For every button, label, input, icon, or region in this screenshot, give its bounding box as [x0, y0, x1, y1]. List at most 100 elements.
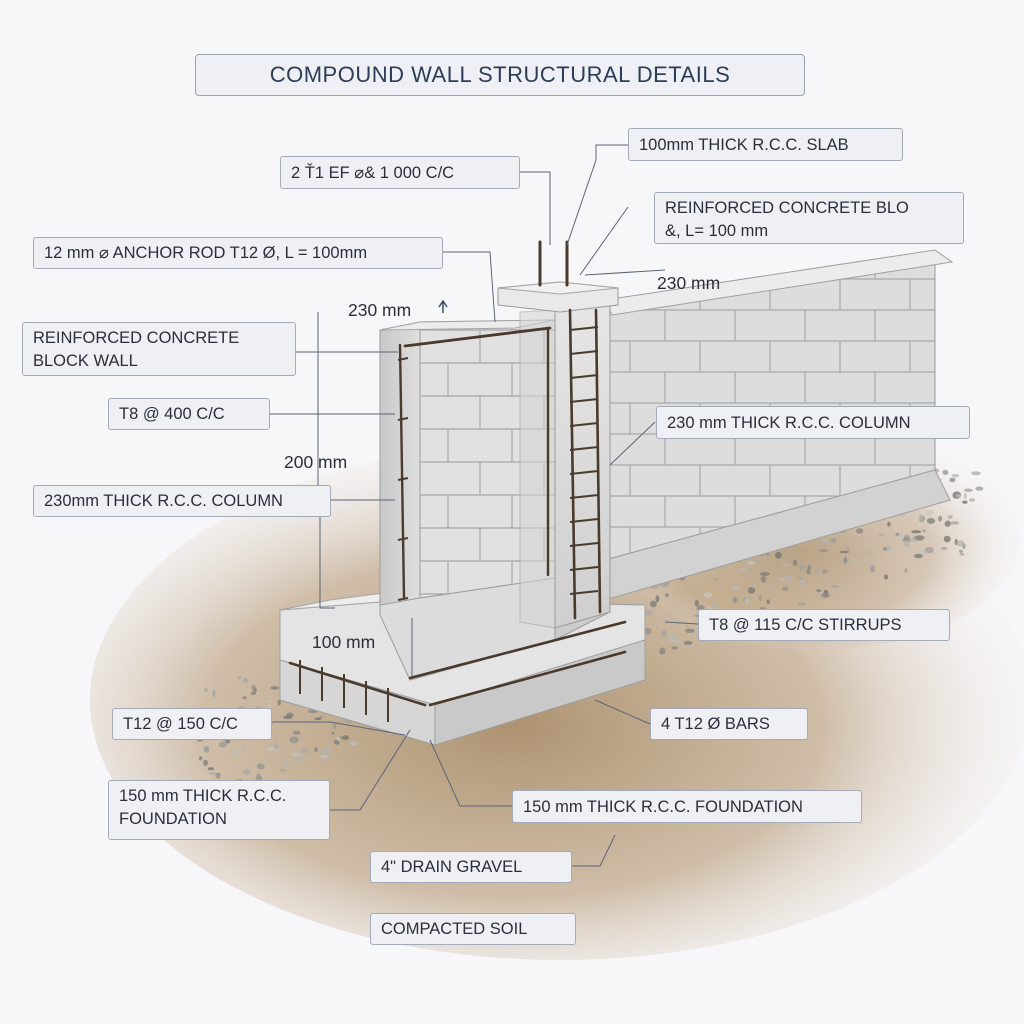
- gravel-stone: [786, 574, 792, 582]
- dimension-230-top: 230 mm: [348, 300, 412, 320]
- gravel-stone: [683, 640, 693, 646]
- label-compacted-soil: COMPACTED SOIL: [370, 913, 576, 945]
- gravel-stone: [941, 547, 948, 550]
- gravel-stone: [251, 684, 256, 692]
- rebar-tie: [569, 422, 599, 427]
- gravel-stone: [242, 696, 247, 700]
- gravel-stone: [830, 538, 837, 543]
- gravel-stone: [665, 592, 669, 598]
- gravel-stone: [198, 756, 203, 761]
- gravel-stone: [747, 586, 756, 594]
- gravel-stone: [644, 609, 654, 617]
- gravel-stone: [806, 568, 811, 575]
- gravel-stone: [887, 521, 891, 527]
- gravel-stone: [242, 677, 249, 684]
- gravel-stone: [758, 594, 763, 602]
- gravel-stone: [331, 731, 335, 735]
- dimension-230-right: 230 mm: [657, 273, 721, 293]
- gravel-stone: [867, 549, 872, 555]
- label-foundation-left: 150 mm THICK R.C.C. FOUNDATION: [108, 780, 330, 840]
- gravel-stone: [792, 559, 798, 566]
- gravel-stone: [944, 520, 951, 527]
- gravel-stone: [332, 722, 337, 730]
- gravel-stone: [819, 548, 829, 553]
- gravel-stone: [215, 772, 221, 779]
- gravel-stone: [203, 746, 210, 753]
- gravel-stone: [207, 767, 215, 771]
- gravel-stone: [909, 538, 918, 543]
- gravel-stone: [694, 599, 699, 607]
- gravel-stone: [975, 486, 984, 491]
- rebar-tie: [397, 597, 409, 601]
- gravel-stone: [942, 469, 949, 475]
- gravel-stone: [911, 530, 922, 534]
- gravel-stone: [660, 617, 669, 621]
- gravel-stone: [765, 585, 774, 588]
- gravel-stone: [322, 754, 328, 759]
- gravel-stone: [234, 748, 239, 756]
- gravel-stone: [869, 565, 876, 573]
- gravel-stone: [807, 564, 812, 570]
- gravel-stone: [342, 735, 349, 741]
- gravel-stone: [904, 568, 908, 573]
- rebar-tie: [569, 542, 599, 547]
- rebar-tie: [397, 477, 409, 481]
- gravel-stone: [661, 630, 668, 637]
- gravel-stone: [740, 568, 747, 572]
- gravel-stone: [760, 576, 767, 583]
- label-foundation-right: 150 mm THICK R.C.C. FOUNDATION: [512, 790, 862, 823]
- gravel-stone: [203, 759, 208, 767]
- rebar-tie: [569, 398, 599, 403]
- label-line: REINFORCED CONCRETE BLO: [665, 199, 909, 217]
- gravel-stone: [670, 634, 675, 639]
- label-t12-150: T12 @ 150 C/C: [112, 708, 272, 740]
- rebar-tie: [569, 470, 599, 475]
- gravel-stone: [751, 584, 756, 588]
- label-line: FOUNDATION: [119, 810, 227, 828]
- gravel-stone: [878, 533, 886, 537]
- gravel-stone: [256, 773, 261, 778]
- gravel-stone: [926, 509, 934, 516]
- gravel-stone: [203, 688, 209, 692]
- gravel-stone: [208, 686, 214, 692]
- gravel-stone: [300, 747, 308, 755]
- gravel-stone: [212, 690, 216, 698]
- gravel-stone: [775, 551, 782, 559]
- gravel-stone: [822, 538, 829, 545]
- gravel-stone: [949, 477, 956, 483]
- rebar-tie: [569, 494, 599, 499]
- reinforcement-bars: [288, 240, 627, 707]
- gravel-stone: [895, 532, 900, 537]
- gravel-stone: [321, 748, 332, 755]
- gravel-stone: [268, 699, 272, 703]
- gravel-stone: [797, 576, 803, 580]
- label-stirrups: T8 @ 115 C/C STIRRUPS: [698, 609, 950, 641]
- gravel-stone: [745, 597, 750, 605]
- gravel-stone: [685, 628, 695, 633]
- label-reinforced-concrete-block-top: REINFORCED CONCRETE BLO &, L= 100 mm: [654, 192, 964, 244]
- rebar-tie: [569, 374, 599, 379]
- gravel-stone: [779, 577, 787, 581]
- gravel-stone: [650, 600, 657, 608]
- gravel-stone: [955, 494, 962, 498]
- gravel-stone: [951, 473, 960, 478]
- gravel-stone: [314, 746, 318, 753]
- gravel-stone: [943, 535, 951, 543]
- gravel-stone: [319, 715, 324, 719]
- gravel-stone: [846, 546, 850, 552]
- gravel-stone: [922, 529, 926, 532]
- stirrups-and-ties: [299, 326, 599, 722]
- gravel-stone: [256, 763, 265, 769]
- label-line: &, L= 100 mm: [665, 222, 769, 240]
- gravel-stone: [938, 515, 943, 522]
- dimension-100-base: 100 mm: [312, 632, 376, 652]
- gravel-stone: [799, 578, 805, 585]
- gravel-stone: [904, 539, 910, 547]
- label-block-wall: REINFORCED CONCRETE BLOCK WALL: [22, 322, 296, 376]
- gravel-stone: [267, 704, 272, 709]
- gravel-stone: [208, 772, 217, 775]
- gravel-stone: [298, 735, 303, 739]
- rebar-tie: [569, 446, 599, 451]
- gravel-stone: [886, 545, 893, 551]
- gravel-stone: [292, 730, 301, 735]
